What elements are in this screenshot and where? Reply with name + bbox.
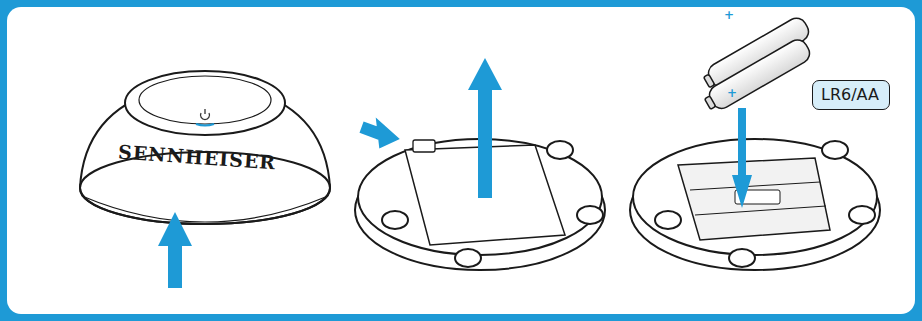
arrow-down <box>732 108 752 208</box>
arrow-push <box>357 114 404 154</box>
batteries <box>701 15 814 115</box>
polarity-mark: + <box>727 86 737 100</box>
panel <box>7 7 915 314</box>
speakerphone-top <box>80 71 330 224</box>
arrow-lift <box>468 58 502 198</box>
type-label: LR6/AA <box>821 85 881 104</box>
polarity-mark: + <box>724 8 734 22</box>
battery-type-tag: LR6/AA <box>812 80 890 110</box>
arrow-up <box>158 212 192 288</box>
speakerphone-battery-bay <box>630 139 880 270</box>
